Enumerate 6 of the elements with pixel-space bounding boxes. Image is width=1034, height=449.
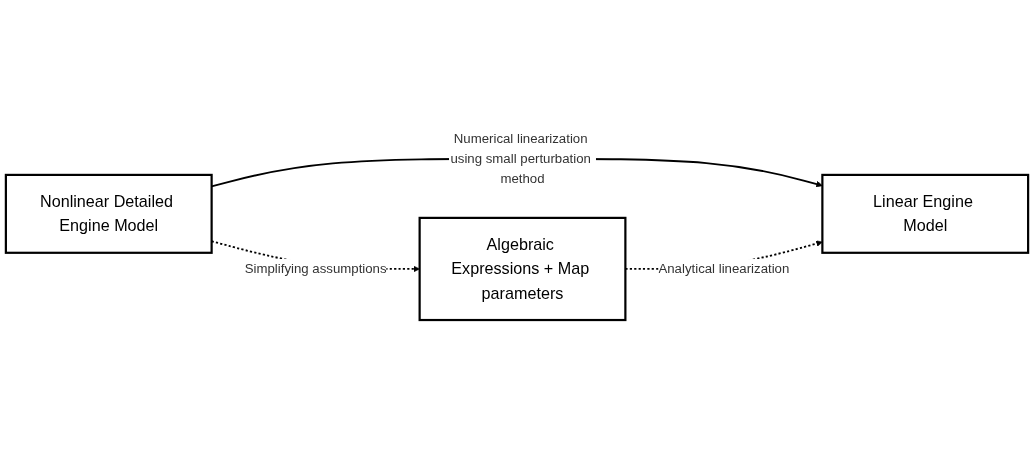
node-box: Algebraic Expressions + Map parameters <box>418 216 627 322</box>
edge-label: Analytical linearization <box>658 261 790 276</box>
edge-label: Simplifying assumptions <box>244 261 387 276</box>
node-box: Linear Engine Model <box>821 173 1030 254</box>
edge-label: Numerical linearization using small perturbation method <box>450 131 591 186</box>
node-box: Nonlinear Detailed Engine Model <box>4 173 213 254</box>
